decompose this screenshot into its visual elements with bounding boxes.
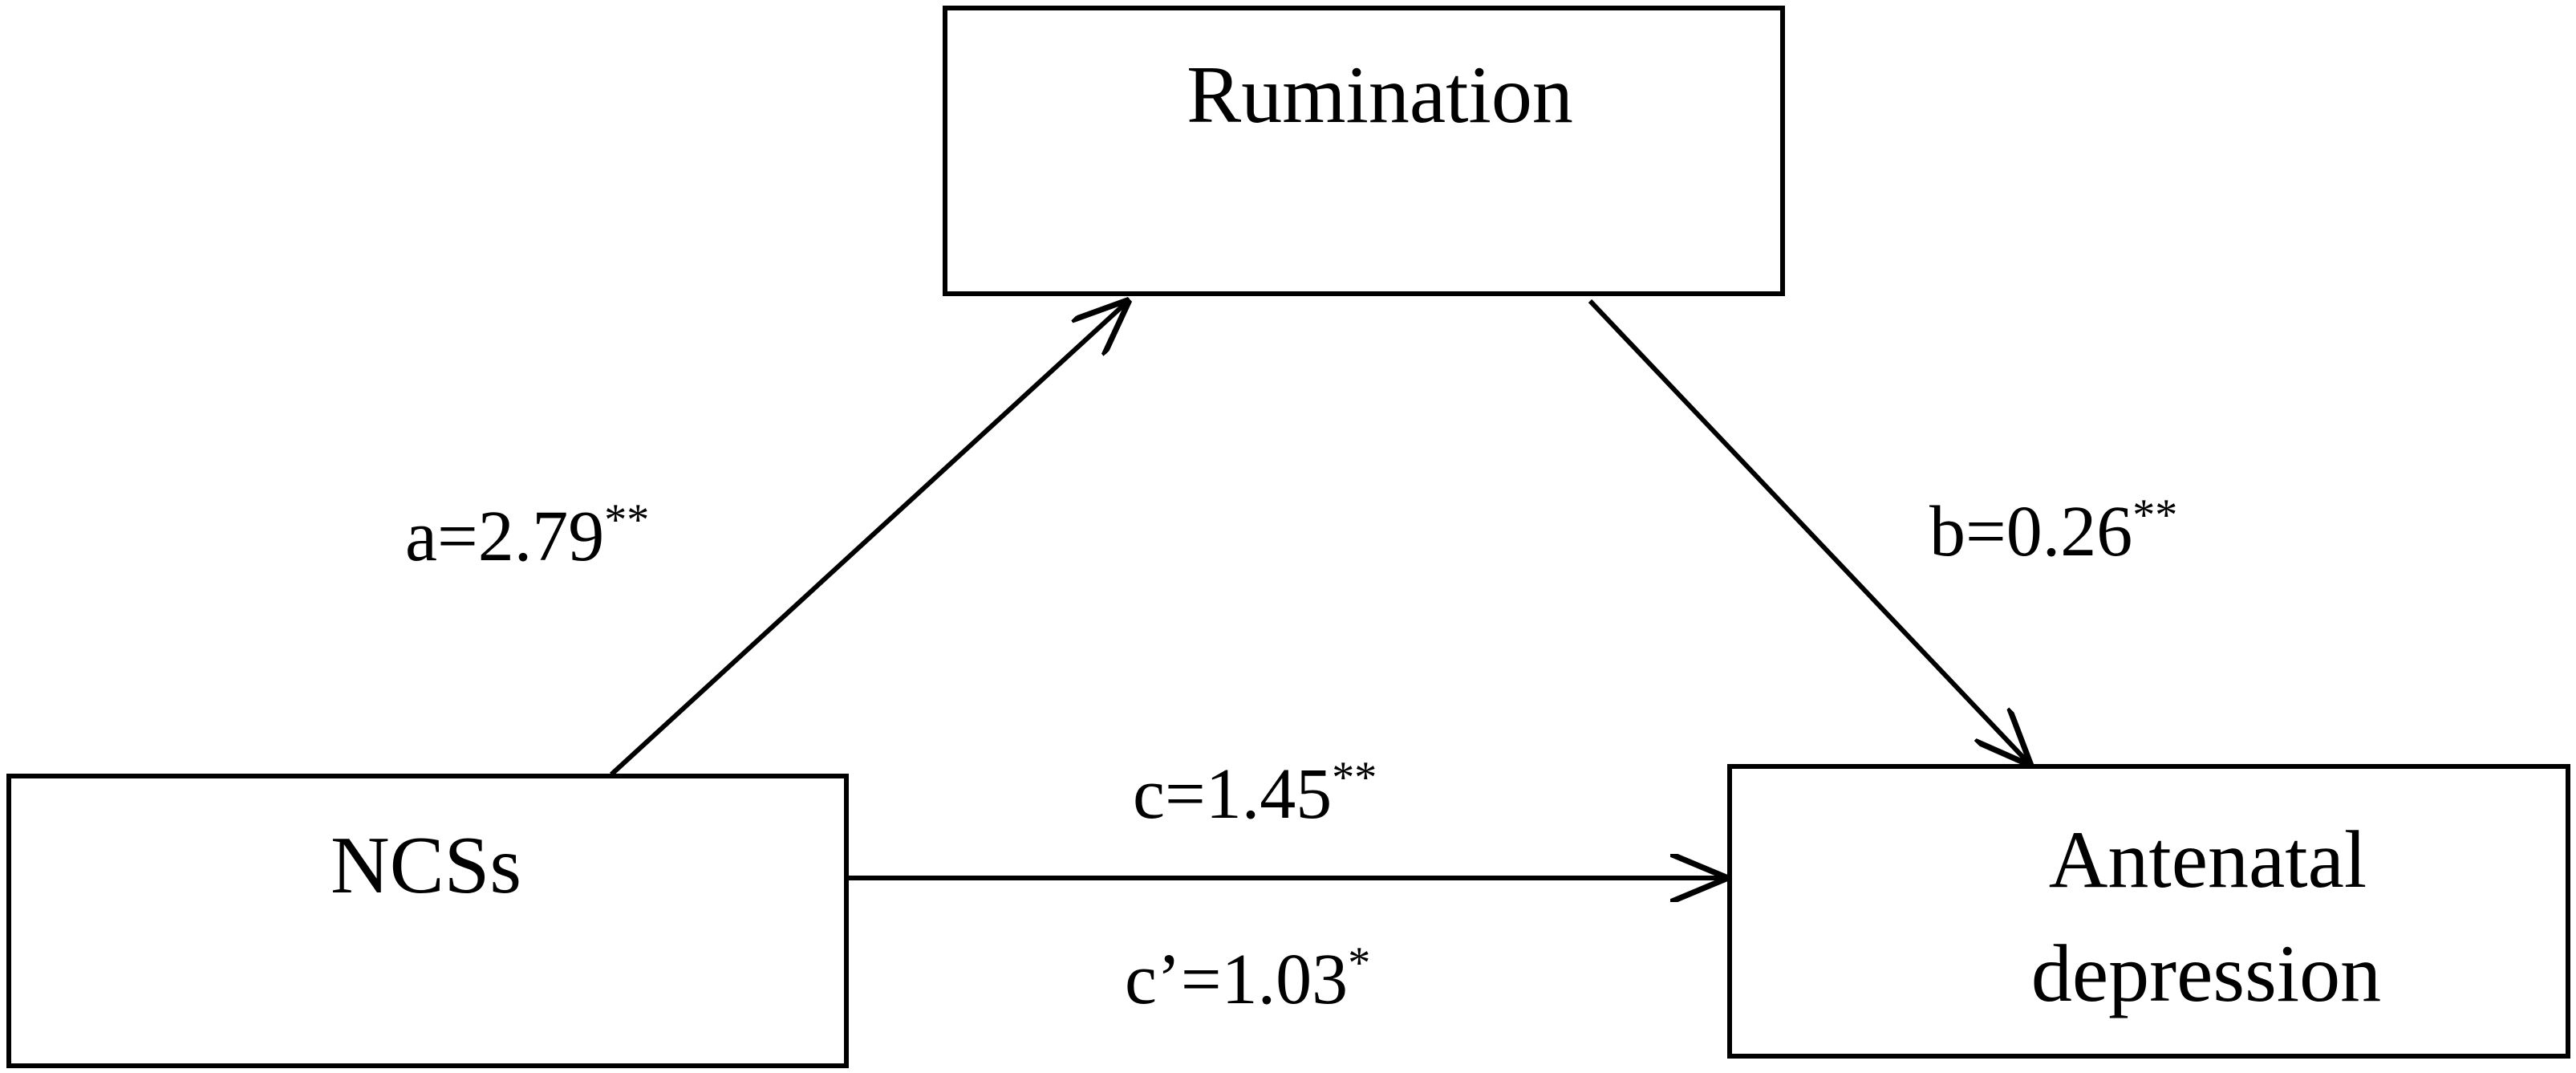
path-c-prime-value: c’=1.03 (1125, 940, 1348, 1019)
path-c-label: c=1.45** (1133, 753, 1377, 834)
path-c-significance: ** (1332, 753, 1377, 803)
mediator-box (943, 6, 1785, 296)
path-b-value: b=0.26 (1929, 492, 2132, 571)
path-a-arrow (609, 303, 1126, 777)
path-b-label: b=0.26** (1929, 490, 2177, 571)
path-b-significance: ** (2132, 490, 2177, 540)
path-a-label: a=2.79** (405, 495, 649, 576)
mediator-label: Rumination (1187, 50, 1573, 140)
predictor-label: NCSs (331, 820, 521, 911)
outcome-box (1727, 764, 2570, 1059)
predictor-box (6, 774, 849, 1068)
path-c-prime-significance: * (1348, 938, 1370, 988)
path-b-arrow (1588, 299, 2028, 762)
outcome-label-line1: Antenatal (2049, 815, 2367, 905)
path-c-prime-label: c’=1.03* (1125, 938, 1370, 1019)
path-a-significance: ** (604, 495, 649, 545)
outcome-label-line2: depression (2031, 929, 2381, 1019)
path-a-value: a=2.79 (405, 497, 604, 576)
path-c-value: c=1.45 (1133, 754, 1332, 834)
